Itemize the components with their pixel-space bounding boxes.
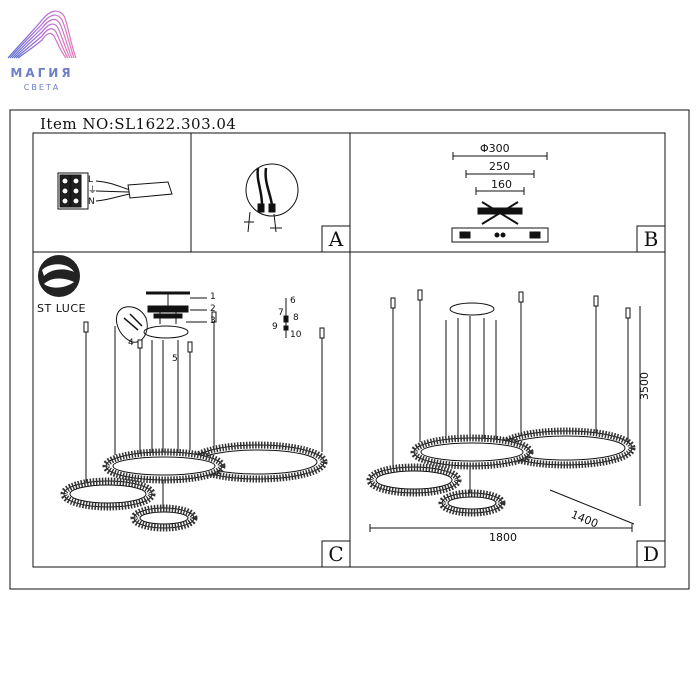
panel-label-d: D bbox=[642, 542, 660, 566]
chandelier-rings-c bbox=[60, 441, 328, 532]
brand-logo: МАГИЯ СВЕТА bbox=[2, 2, 82, 94]
cable-connection-detail bbox=[244, 163, 299, 233]
dim-canopy-250: 250 bbox=[489, 160, 510, 173]
callout-4: 4 bbox=[128, 338, 134, 348]
item-number: Item NO:SL1622.303.04 bbox=[40, 115, 237, 133]
chandelier-dimension-drawing bbox=[369, 289, 641, 532]
callout-9: 9 bbox=[272, 322, 278, 332]
outer-frame bbox=[9, 109, 690, 590]
dim-canopy-160: 160 bbox=[491, 178, 512, 191]
chandelier-assembly-drawing bbox=[83, 291, 325, 510]
panel-label-a: A bbox=[328, 227, 344, 251]
dim-width: 1800 bbox=[489, 531, 517, 544]
callout-10: 10 bbox=[290, 330, 302, 340]
logo-wave-icon bbox=[6, 10, 78, 59]
callout-1: 1 bbox=[210, 292, 216, 302]
logo-word-primary: МАГИЯ bbox=[10, 66, 74, 80]
wiring-label-l: L bbox=[88, 175, 94, 185]
dim-height: 3500 bbox=[638, 372, 651, 400]
callout-8: 8 bbox=[293, 313, 299, 323]
wiring-terminal-drawing bbox=[57, 172, 173, 210]
logo-word-secondary: СВЕТА bbox=[23, 83, 61, 92]
chandelier-rings-d bbox=[366, 427, 636, 517]
callout-6: 6 bbox=[290, 296, 296, 306]
callout-3: 3 bbox=[210, 316, 216, 326]
canopy-dimension-drawing bbox=[451, 152, 549, 243]
callout-5: 5 bbox=[172, 354, 178, 364]
wiring-label-ground: ⏚ bbox=[88, 186, 98, 196]
callout-7: 7 bbox=[278, 308, 284, 318]
panel-label-b: B bbox=[643, 227, 659, 251]
panel-label-c: C bbox=[328, 542, 344, 566]
dim-canopy-diameter: Φ300 bbox=[480, 142, 510, 155]
wiring-label-n: N bbox=[88, 197, 95, 207]
callout-2: 2 bbox=[210, 304, 216, 314]
brand-name: ST LUCE bbox=[37, 302, 86, 315]
st-luce-emblem bbox=[38, 255, 80, 297]
